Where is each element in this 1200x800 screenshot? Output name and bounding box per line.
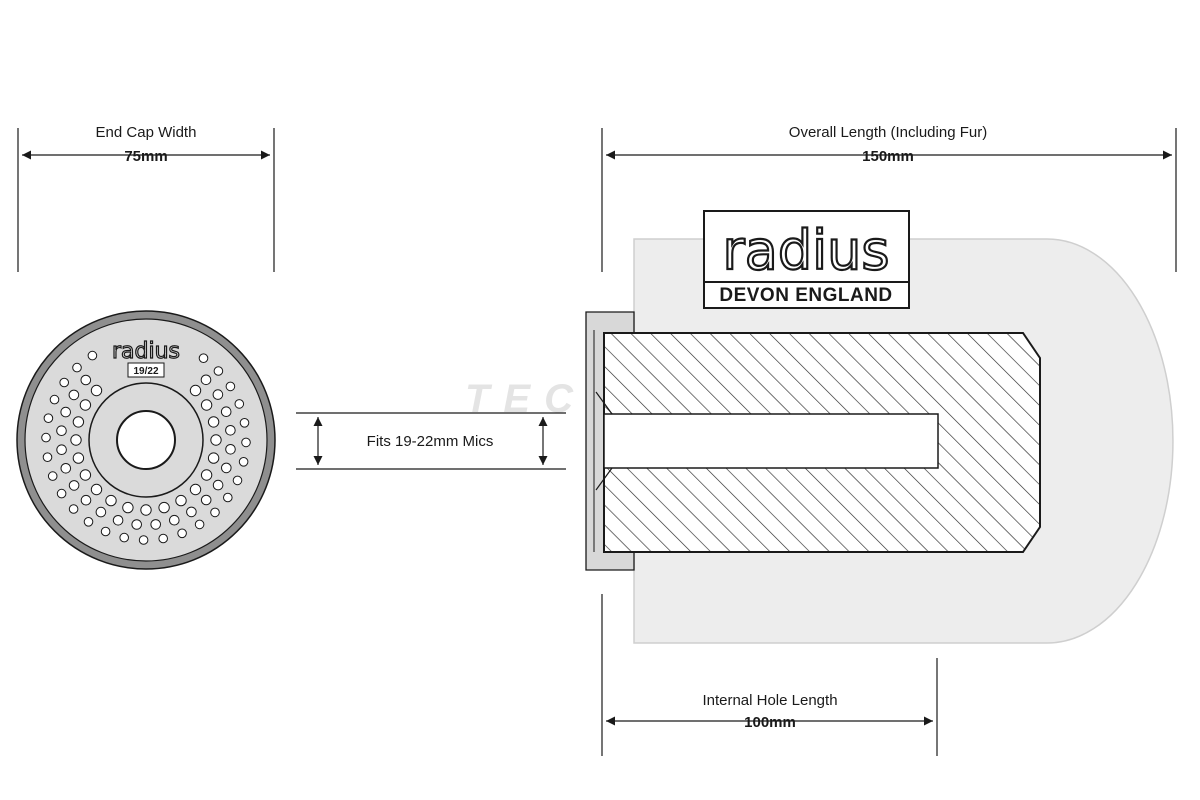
vent-hole: [119, 532, 129, 543]
vent-hole: [177, 528, 187, 539]
vent-hole: [200, 469, 213, 481]
hole-entry-chamfer: [595, 391, 613, 491]
vent-hole: [200, 374, 212, 386]
vent-hole: [90, 384, 103, 397]
vent-hole: [239, 418, 250, 428]
vent-hole: [100, 526, 111, 537]
vent-hole: [56, 488, 67, 499]
vent-hole: [68, 389, 80, 401]
vent-hole: [49, 394, 60, 405]
vent-hole: [47, 471, 58, 481]
vent-hole: [79, 399, 92, 411]
vent-hole: [79, 469, 92, 481]
vent-hole: [210, 434, 222, 446]
vent-hole: [112, 515, 124, 526]
vent-hole: [225, 381, 236, 392]
logo-tagline: DEVON ENGLAND: [719, 285, 892, 306]
vent-hole: [225, 425, 236, 436]
vent-hole: [83, 517, 94, 527]
vent-hole: [158, 501, 170, 514]
vent-hole: [131, 519, 142, 530]
fits-dimension: Fits 19-22mm Mics: [296, 412, 566, 470]
vent-hole: [200, 399, 213, 411]
vent-hole: [68, 480, 80, 491]
vent-hole: [158, 533, 168, 544]
vent-hole: [221, 462, 232, 474]
vent-hole: [41, 432, 51, 443]
vent-hole: [189, 483, 202, 496]
vent-hole: [60, 406, 71, 418]
vent-hole: [223, 492, 233, 503]
vent-hole: [80, 374, 92, 386]
vent-hole: [234, 399, 245, 409]
vent-hole: [90, 483, 103, 496]
vent-hole: [87, 350, 98, 361]
vent-hole: [241, 437, 251, 448]
vent-hole: [212, 389, 224, 400]
vent-hole: [186, 506, 197, 518]
end-cap-brand-text: radius: [112, 339, 180, 364]
logo-box: [703, 210, 910, 309]
vent-hole: [42, 452, 53, 463]
end-cap-center-hole: [116, 410, 176, 470]
hole-length-value: 100mm: [744, 714, 796, 731]
vent-hole: [95, 506, 107, 518]
internal-hole: [603, 413, 939, 469]
vent-hole: [150, 519, 161, 530]
vent-hole: [56, 444, 67, 456]
end-cap-vent-holes: [41, 350, 251, 545]
vent-hole: [169, 514, 180, 526]
vent-hole: [72, 362, 82, 373]
vent-hole: [207, 416, 220, 428]
hole-length-label: Internal Hole Length: [702, 692, 837, 709]
vent-hole: [140, 504, 152, 516]
vent-hole: [138, 535, 149, 545]
end-cap-width-label: End Cap Width: [96, 124, 197, 141]
vent-hole: [72, 452, 85, 464]
vent-hole: [70, 434, 82, 446]
vent-hole: [80, 494, 92, 506]
vent-hole: [200, 494, 212, 506]
logo-brand: radius: [723, 219, 890, 282]
vent-hole: [189, 384, 202, 397]
vent-hole: [59, 377, 69, 388]
vent-hole: [194, 519, 205, 530]
vent-hole: [225, 444, 236, 455]
vent-hole: [56, 425, 67, 437]
fits-label: Fits 19-22mm Mics: [367, 433, 494, 450]
vent-hole: [60, 463, 72, 474]
vent-hole: [175, 494, 187, 507]
vent-hole: [43, 413, 54, 424]
vent-hole: [105, 494, 117, 507]
vent-hole: [207, 452, 220, 464]
side-view: Overall Length (Including Fur) 150mm rad…: [585, 124, 1177, 756]
end-cap-size-box: [127, 362, 165, 378]
end-cap-size-label: 19/22: [133, 366, 158, 377]
vent-hole: [213, 366, 224, 376]
vent-hole: [68, 504, 79, 514]
end-cap-view: End Cap Width 75mm radius 19/22: [16, 124, 276, 570]
vent-hole: [72, 416, 85, 428]
vent-hole: [210, 507, 220, 518]
overall-length-value: 150mm: [862, 148, 914, 165]
vent-hole: [238, 457, 249, 467]
vent-hole: [122, 501, 134, 514]
vent-hole: [232, 475, 243, 486]
vent-hole: [220, 406, 232, 418]
end-cap-width-value: 75mm: [124, 148, 167, 165]
overall-length-label: Overall Length (Including Fur): [789, 124, 987, 141]
vent-hole: [212, 479, 224, 491]
end-cap-hub-ring: [88, 382, 204, 498]
vent-hole: [198, 353, 209, 364]
